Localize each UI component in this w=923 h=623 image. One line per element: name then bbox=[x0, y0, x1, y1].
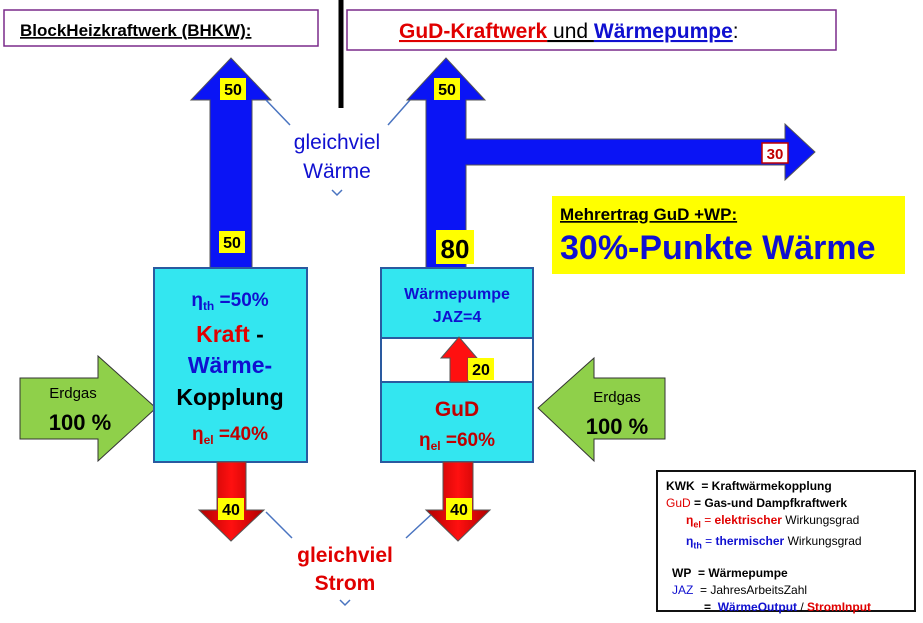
right-heat-top-label-bg bbox=[434, 78, 460, 100]
right-gud-box bbox=[380, 381, 534, 463]
legend-wp-def: = Wärmepumpe bbox=[698, 565, 788, 580]
right-gas-arrow bbox=[537, 356, 666, 463]
legend-etael-word: elektrischer bbox=[714, 513, 782, 527]
legend-box: KWK = Kraftwärmekopplung GuD = Gas-und D… bbox=[656, 470, 916, 614]
highlight-line2: 30%-Punkte Wärme bbox=[560, 229, 876, 267]
legend-etath-rest: Wirkungsgrad bbox=[784, 534, 862, 549]
legend-row-gud: GuD = Gas-und Dampfkraftwerk bbox=[666, 495, 914, 512]
legend-kwk-abbr: KWK bbox=[666, 479, 695, 493]
right-title-colon: : bbox=[733, 20, 739, 43]
left-heat-top-label-bg bbox=[220, 78, 246, 100]
center-power-line2: Strom bbox=[315, 572, 376, 595]
legend-ratio-eq: = bbox=[704, 599, 712, 614]
legend-row-ratio: = WärmeOutput / StromInput bbox=[666, 599, 914, 616]
legend-ratio-num: WärmeOutput bbox=[717, 599, 798, 614]
left-heat-arrow bbox=[189, 57, 273, 269]
left-power-label-bg bbox=[218, 498, 244, 520]
left-gas-value: 100 % bbox=[49, 410, 111, 435]
right-heat-top-label: 50 bbox=[438, 82, 456, 99]
left-title: BlockHeizkraftwerk (BHKW): bbox=[20, 21, 251, 40]
highlight-box bbox=[552, 196, 905, 274]
legend-ratio-den: StromInput bbox=[807, 599, 872, 614]
left-gas-arrow bbox=[19, 354, 157, 463]
right-wp-line2: JAZ=4 bbox=[433, 309, 482, 326]
left-heat-mid-label: 50 bbox=[223, 235, 241, 252]
center-heat-line1: gleichviel bbox=[294, 131, 380, 154]
right-title-box bbox=[346, 9, 837, 51]
right-heat-mid-label: 80 bbox=[441, 234, 470, 264]
left-power-label: 40 bbox=[222, 502, 240, 519]
center-heat-connector bbox=[265, 99, 411, 197]
right-title-und: und bbox=[547, 20, 594, 43]
legend-etath-word: thermischer bbox=[715, 534, 785, 549]
legend-wp-abbr: WP bbox=[672, 565, 692, 580]
legend-etael-rest: Wirkungsgrad bbox=[781, 513, 860, 527]
left-gas-label: Erdgas bbox=[49, 385, 97, 402]
legend-jaz-def: = JahresArbeitsZahl bbox=[700, 582, 808, 597]
legend-jaz-abbr: JAZ bbox=[672, 582, 694, 597]
right-wp-box bbox=[380, 267, 534, 339]
center-power-connector bbox=[265, 511, 435, 607]
right-power-label: 40 bbox=[450, 502, 468, 519]
legend-row-etath: ηth = thermischer Wirkungsgrad bbox=[666, 533, 914, 554]
left-waerme: Wärme- bbox=[188, 352, 272, 378]
legend-gud-def: = Gas-und Dampfkraftwerk bbox=[694, 496, 848, 510]
right-title: GuD-Kraftwerk und Wärmepumpe: bbox=[399, 20, 739, 43]
center-power-line1: gleichviel bbox=[297, 544, 393, 567]
legend-kwk-def: = Kraftwärmekopplung bbox=[701, 479, 832, 493]
right-branch-label: 30 bbox=[767, 146, 784, 163]
right-gud-label: GuD bbox=[435, 398, 479, 421]
left-kopplung: Kopplung bbox=[176, 384, 283, 410]
right-gas-value: 100 % bbox=[586, 414, 648, 439]
legend-ratio-sep: / bbox=[797, 599, 808, 614]
left-kraft: Kraft - bbox=[196, 321, 264, 347]
left-heat-top-label: 50 bbox=[224, 82, 242, 99]
legend-etael-sym: ηel bbox=[686, 513, 701, 530]
right-heat-arrow bbox=[405, 57, 816, 269]
right-power-label-bg bbox=[446, 498, 472, 520]
legend-row-kwk: KWK = Kraftwärmekopplung bbox=[666, 478, 914, 495]
legend-etael-eq: = bbox=[700, 513, 715, 527]
highlight-line1: Mehrertrag GuD +WP: bbox=[560, 205, 737, 224]
legend-row-jaz: JAZ = JahresArbeitsZahl bbox=[666, 582, 914, 599]
left-heat-mid-label-bg bbox=[219, 231, 245, 253]
legend-etath-eq: = bbox=[701, 534, 716, 549]
legend-etath-sym: ηth bbox=[686, 534, 702, 551]
center-heat-line2: Wärme bbox=[303, 160, 371, 183]
left-chp-box bbox=[153, 267, 308, 463]
right-title-gud: GuD-Kraftwerk bbox=[399, 20, 548, 43]
legend-row-wp: WP = Wärmepumpe bbox=[666, 565, 914, 582]
left-eta-th: ηth =50% bbox=[191, 290, 268, 313]
left-title-box bbox=[3, 9, 319, 47]
left-eta-el: ηel =40% bbox=[192, 424, 268, 447]
legend-gud-abbr: GuD bbox=[666, 496, 691, 510]
legend-row-etael: ηel = elektrischer Wirkungsgrad bbox=[666, 512, 914, 533]
right-gas-label: Erdgas bbox=[593, 389, 641, 406]
right-branch-label-bg bbox=[761, 142, 789, 164]
right-inner-label-bg bbox=[468, 358, 494, 380]
right-wp-line1: Wärmepumpe bbox=[404, 286, 510, 303]
right-inner-label: 20 bbox=[472, 362, 490, 379]
right-heat-mid-label-bg bbox=[436, 230, 474, 264]
right-gud-eta: ηel =60% bbox=[419, 430, 495, 453]
right-title-wp: Wärmepumpe bbox=[594, 20, 733, 43]
